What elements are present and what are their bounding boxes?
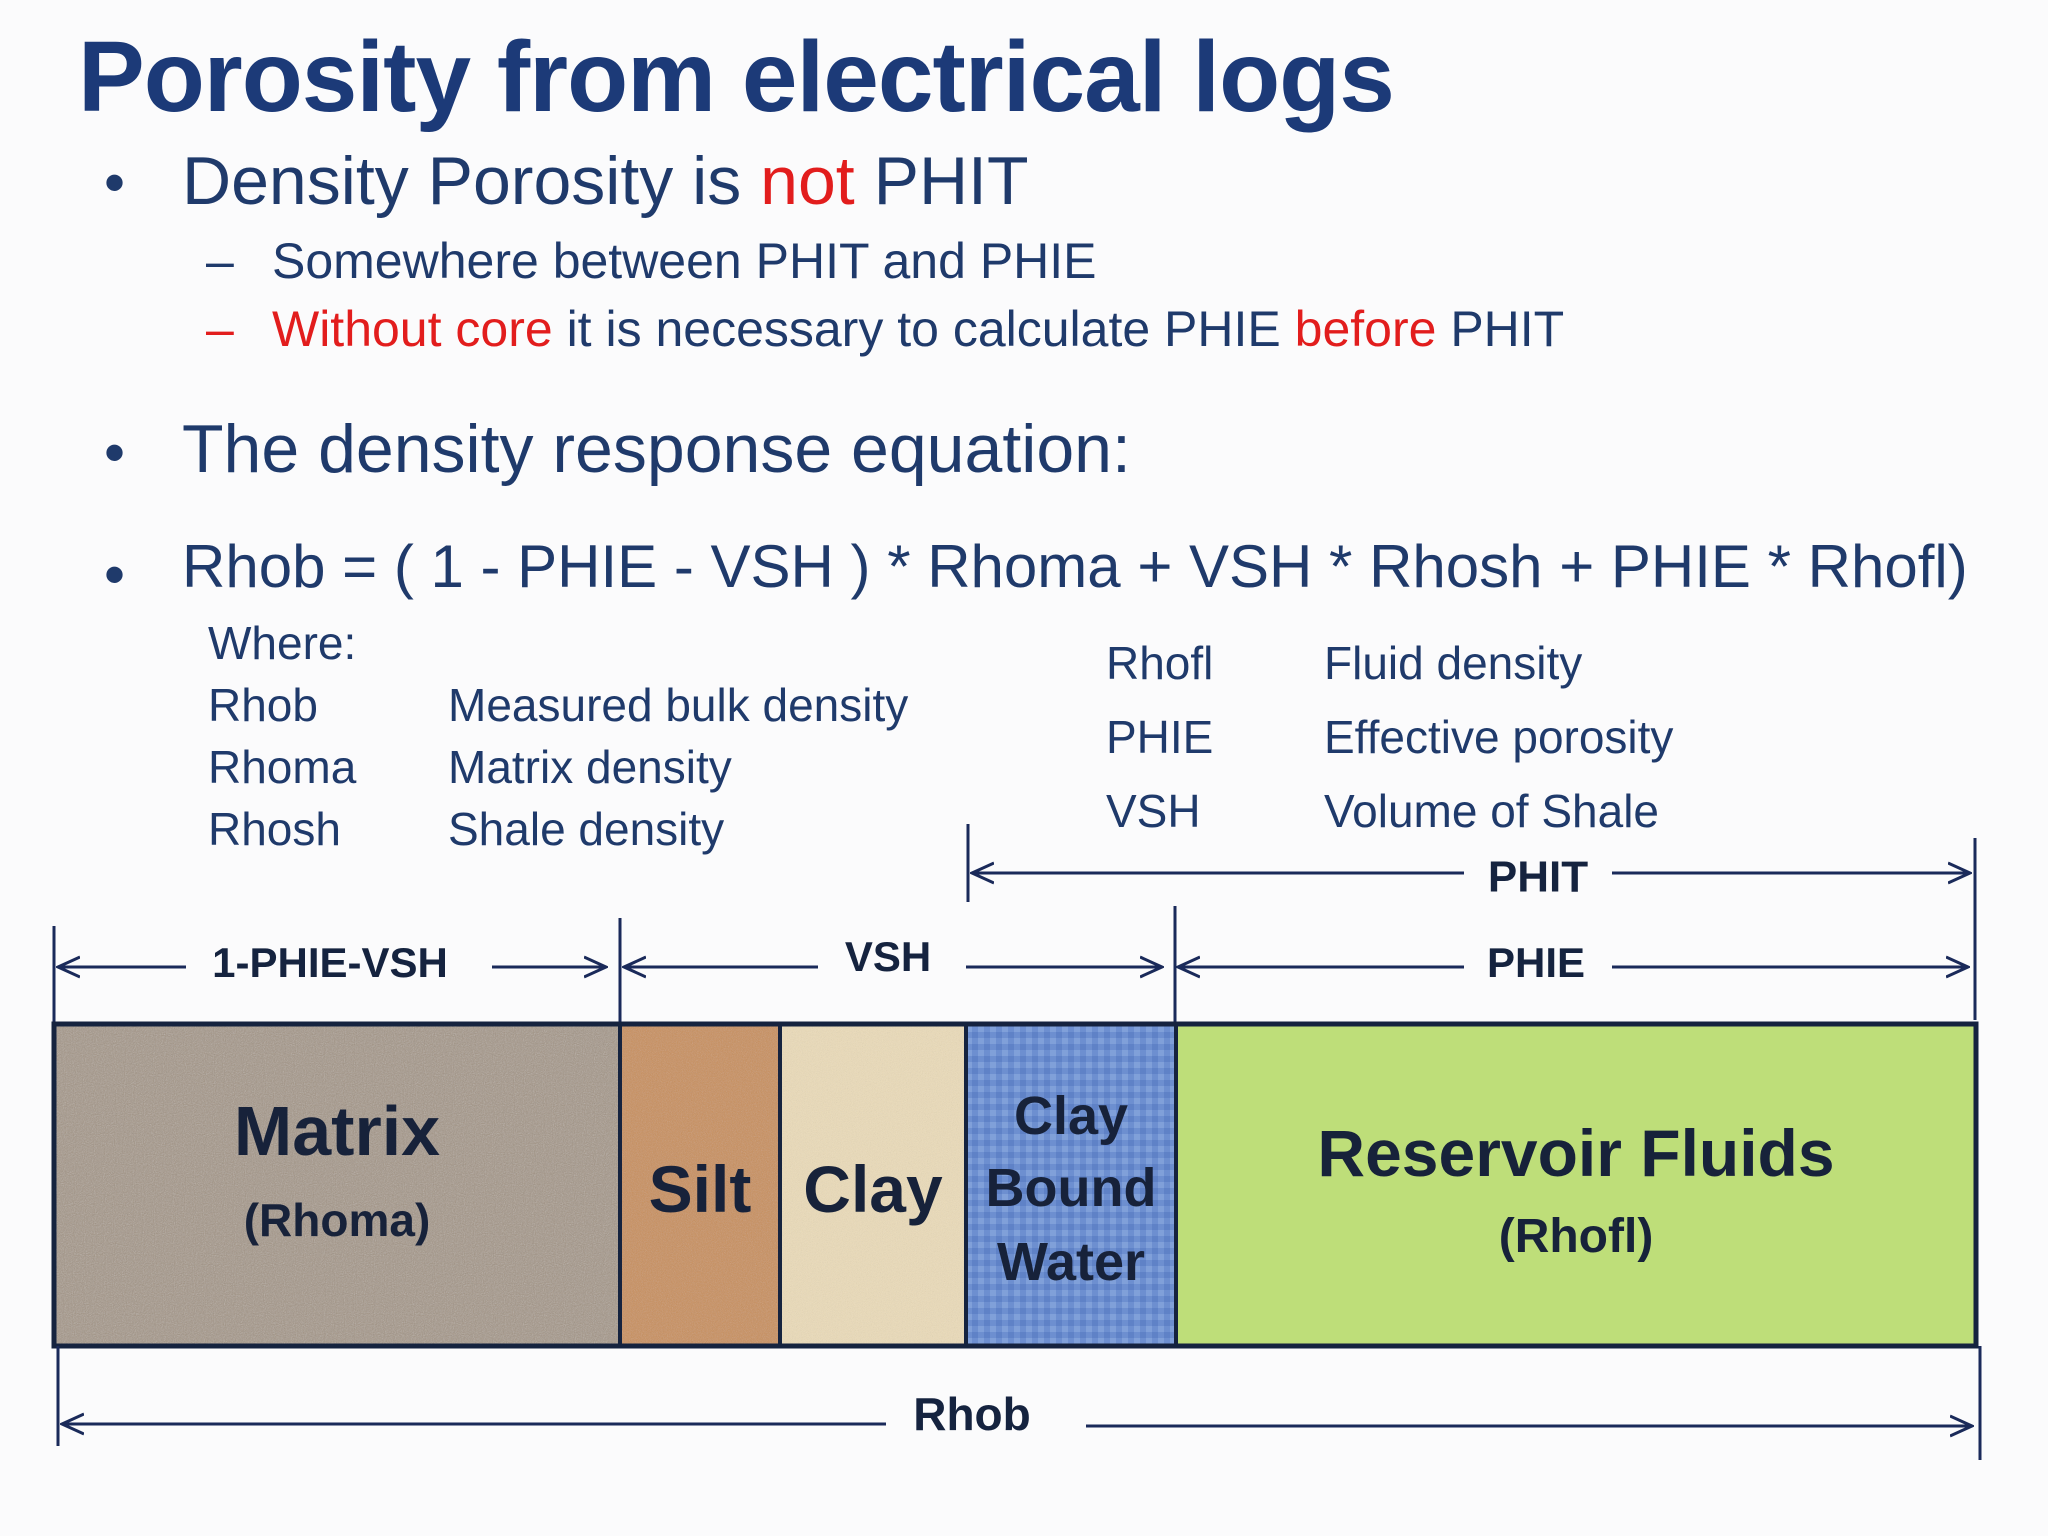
silt-box [620,1024,780,1346]
clay-title: Clay [803,1152,943,1226]
def-desc: Volume of Shale [1324,785,1660,837]
bullet-text-red: not [760,143,855,219]
clay-box [780,1024,966,1346]
def-term: Rhob [208,679,318,731]
def-term: VSH [1106,785,1201,837]
clay-bound-water-box [966,1024,1176,1346]
cbw-line2: Bound [986,1158,1157,1218]
def-desc: Measured bulk density [448,679,909,731]
bullet-dot: • [104,149,126,216]
bullet-density-response: The density response equation: [182,411,1131,487]
vsh-label: VSH [845,933,931,980]
equation: Rhob = ( 1 - PHIE - VSH ) * Rhoma + VSH … [182,533,1968,600]
silt-title: Silt [649,1152,752,1226]
sub-dash: – [206,233,234,289]
bullet-dot: • [104,419,126,486]
def-desc: Shale density [448,803,725,855]
phie-label: PHIE [1487,939,1585,986]
one-minus-label: 1-PHIE-VSH [212,939,448,986]
matrix-sub: (Rhoma) [244,1194,431,1246]
bullet-dot: • [104,541,126,608]
text-mid: it is necessary to calculate PHIE [552,301,1295,357]
text-post: PHIT [1436,301,1565,357]
fluids-title: Reservoir Fluids [1317,1116,1834,1190]
text-before: before [1294,301,1437,357]
diagram-outline [51,1021,1979,1349]
def-term: Rhoma [208,741,357,793]
bullet-density-porosity: Density Porosity is not PHIT [182,142,1029,220]
def-desc: Effective porosity [1324,711,1674,763]
sub-bullet-without-core: Without core it is necessary to calculat… [272,300,1564,358]
def-desc: Matrix density [448,741,732,793]
fluids-sub: (Rhofl) [1499,1210,1654,1263]
rhob-label: Rhob [913,1388,1031,1440]
cbw-line1: Clay [1014,1086,1128,1146]
def-term: PHIE [1106,711,1214,763]
phit-label: PHIT [1488,853,1588,902]
text-without-core: Without core [272,301,553,357]
where-label: Where: [208,617,357,669]
cbw-line3: Water [997,1232,1145,1292]
sub-dash-red: – [206,301,234,357]
matrix-box [54,1024,620,1346]
page-title: Porosity from electrical logs [78,21,1395,133]
bullet-text-post: PHIT [854,143,1029,219]
sub-bullet-between: Somewhere between PHIT and PHIE [272,233,1097,289]
matrix-title: Matrix [234,1092,440,1170]
def-term: Rhosh [208,803,341,855]
def-term: Rhofl [1106,637,1214,689]
bullet-text-pre: Density Porosity is [182,143,761,219]
reservoir-fluids-box [1176,1024,1976,1346]
def-desc: Fluid density [1324,637,1583,689]
